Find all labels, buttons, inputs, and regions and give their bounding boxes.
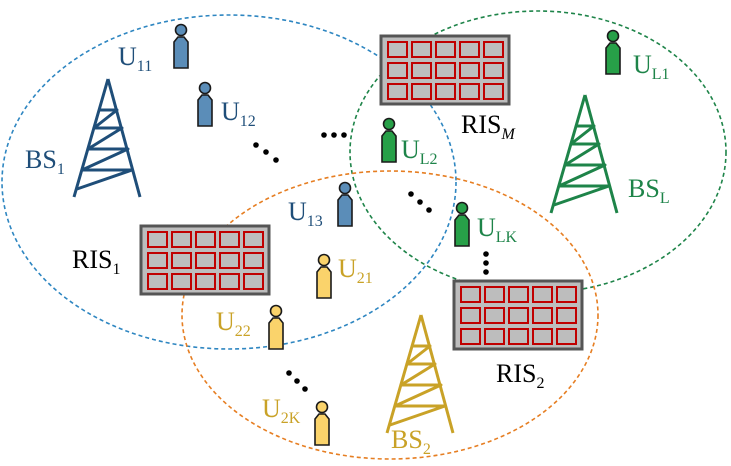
label-u11-sub: 11 (137, 58, 152, 75)
label-uL2-sub: L2 (420, 151, 438, 168)
tower-icon-bsL (549, 93, 619, 215)
user-icon-u21 (316, 253, 332, 299)
label-risM-sub: M (500, 126, 516, 143)
coverage-region-bs2 (181, 170, 599, 460)
label-bsL-sub: L (660, 190, 670, 207)
coverage-region-bs1 (1, 14, 457, 350)
label-u22-main: U (216, 307, 235, 336)
label-u21-sub: 21 (357, 270, 373, 287)
label-u11: U11 (118, 42, 152, 75)
ellipsis-dots-group (253, 132, 489, 392)
user-icon-uL2 (381, 117, 397, 163)
label-u13-main: U (288, 197, 307, 226)
label-u22-sub: 22 (235, 323, 251, 340)
ris-panel-icon-M (379, 34, 511, 106)
user-icon-u13 (337, 181, 353, 227)
ellipsis-dots-u12-uL2 (321, 132, 347, 138)
label-risM-main: RIS (461, 110, 501, 139)
label-bs1-main: BS (25, 145, 57, 174)
ris-panel-icon-1 (139, 224, 271, 296)
label-bs2-sub: 2 (423, 441, 431, 458)
user-icon-u11 (173, 23, 189, 69)
label-bs1: BS1 (25, 145, 65, 178)
label-ris1-main: RIS (72, 245, 112, 274)
label-uL1: UL1 (633, 50, 670, 83)
label-u21: U21 (338, 254, 373, 287)
label-uL2: UL2 (401, 135, 438, 168)
label-u22: U22 (216, 307, 251, 340)
label-ris1-sub: 1 (112, 261, 120, 278)
label-u2K-main: U (262, 394, 281, 423)
tower-icon-bs2 (385, 313, 455, 435)
user-icon-u22 (268, 304, 284, 350)
label-bs1-sub: 1 (57, 161, 65, 178)
label-bs2: BS2 (391, 425, 431, 458)
label-u13-sub: 13 (307, 213, 323, 230)
label-u2K: U2K (262, 394, 301, 427)
label-u2K-sub: 2K (281, 410, 301, 427)
ris-panel-icon-2 (452, 279, 584, 351)
user-icon-u2K (314, 400, 330, 446)
label-uLK-sub: LK (496, 229, 518, 246)
label-ris2: RIS2 (496, 359, 544, 392)
label-ris2-sub: 2 (536, 375, 544, 392)
ellipsis-dots-ulk-ris2 (483, 251, 489, 275)
label-uLK-main: U (477, 213, 496, 242)
label-u13: U13 (288, 197, 323, 230)
user-icon-uL1 (605, 29, 621, 75)
label-uL1-main: U (633, 50, 652, 79)
ellipsis-dots-u12-u13 (253, 142, 279, 163)
ellipsis-dots-ris1-ulk (408, 191, 432, 213)
label-u11-main: U (118, 42, 137, 71)
ellipsis-dots-u22-u2k (286, 370, 308, 392)
tower-icon-bs1 (72, 77, 142, 199)
label-ris2-main: RIS (496, 359, 536, 388)
user-icon-uLK (454, 201, 470, 247)
label-uL1-sub: L1 (652, 66, 670, 83)
label-bsL: BSL (628, 174, 670, 207)
label-bs2-main: BS (391, 425, 423, 454)
label-u12-sub: 12 (240, 113, 256, 130)
label-uLK: ULK (477, 213, 518, 246)
label-ris1: RIS1 (72, 245, 120, 278)
label-uL2-main: U (401, 135, 420, 164)
label-bsL-main: BS (628, 174, 660, 203)
label-risM: RISM (461, 110, 516, 143)
label-u12: U12 (221, 97, 256, 130)
user-icon-u12 (197, 81, 213, 127)
label-u12-main: U (221, 97, 240, 126)
label-u21-main: U (338, 254, 357, 283)
